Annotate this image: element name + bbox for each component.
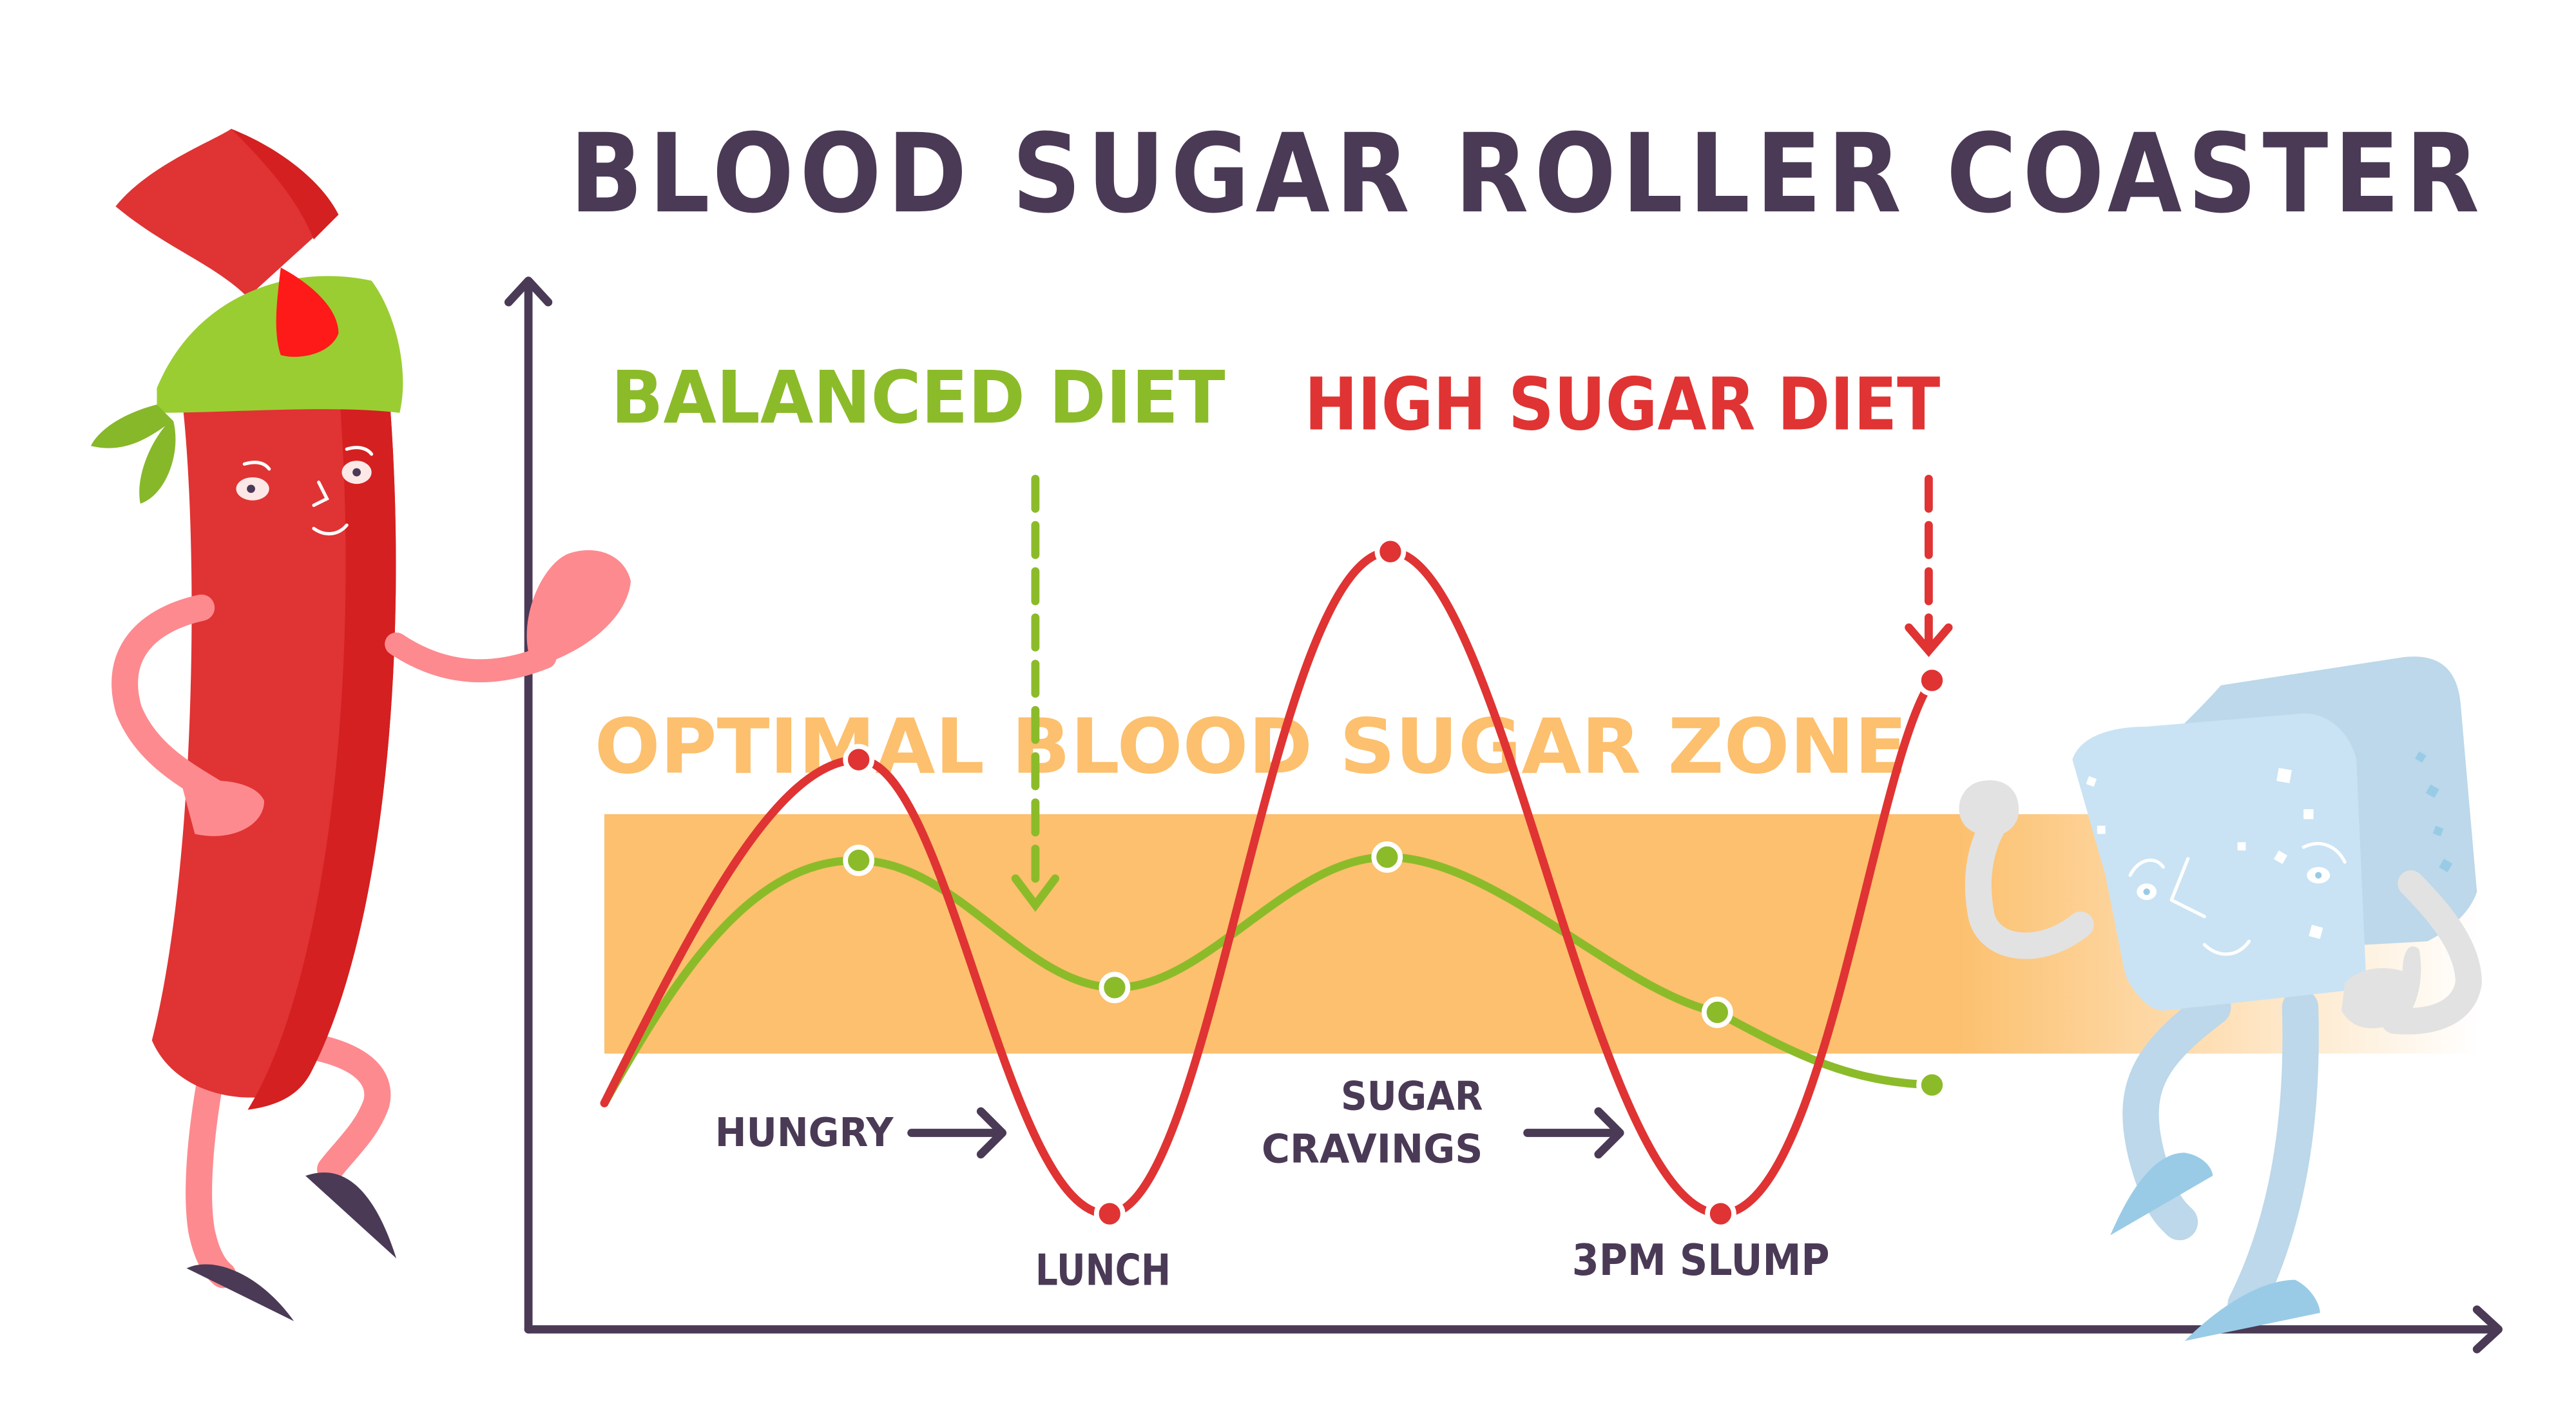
data-point bbox=[1093, 1198, 1126, 1230]
cube-shoe-right bbox=[2184, 1279, 2320, 1341]
pepper-face bbox=[236, 446, 374, 535]
bandana-tie bbox=[90, 405, 176, 504]
annotation-lunch: LUNCH bbox=[1035, 1245, 1171, 1295]
data-point bbox=[1705, 1198, 1736, 1230]
cube-leg-left bbox=[2122, 989, 2231, 1241]
high-sugar-diet-points bbox=[843, 535, 1948, 1230]
data-point bbox=[1701, 997, 1733, 1028]
chart-axes bbox=[504, 276, 2503, 1354]
y-axis-arrow-icon bbox=[504, 276, 553, 307]
data-point bbox=[1916, 664, 1948, 696]
cube-arm-right bbox=[2381, 870, 2482, 1035]
data-point bbox=[843, 743, 875, 776]
page-title: BLOOD SUGAR ROLLER COASTER bbox=[570, 110, 2485, 237]
pepper-leg-left bbox=[186, 1044, 236, 1288]
pepper-arm-left bbox=[111, 594, 228, 806]
cravings-arrow-icon bbox=[1523, 1107, 1624, 1159]
sugar-cube-character bbox=[1959, 656, 2482, 1341]
pepper-shoe-right bbox=[305, 1172, 397, 1259]
legend-high-sugar-diet: HIGH SUGAR DIET bbox=[1305, 361, 1941, 446]
pepper-arm-right bbox=[385, 632, 557, 683]
cube-fist-left bbox=[1959, 780, 2019, 836]
annotation-hungry: HUNGRY bbox=[715, 1109, 894, 1156]
x-axis-arrow-icon bbox=[2472, 1305, 2503, 1354]
high-sugar-dashed-arrow-icon bbox=[1905, 474, 1953, 657]
hungry-arrow-icon bbox=[907, 1107, 1007, 1159]
pepper-hand-left bbox=[181, 780, 265, 836]
bandana-flame-icon bbox=[276, 267, 339, 357]
annotation-sugar-cravings-line1: SUGAR bbox=[1341, 1073, 1483, 1120]
pepper-leg-right bbox=[309, 1035, 391, 1183]
data-point bbox=[1374, 535, 1407, 568]
optimal-zone-label: OPTIMAL BLOOD SUGAR ZONE bbox=[595, 703, 1907, 791]
balanced-dashed-arrow-icon bbox=[1011, 474, 1060, 912]
cube-shoe-left bbox=[2110, 1153, 2213, 1236]
cube-front bbox=[2072, 713, 2367, 1011]
legend-balanced-diet: BALANCED DIET bbox=[611, 355, 1225, 440]
data-point bbox=[843, 845, 875, 876]
pepper-shoe-left bbox=[186, 1264, 294, 1321]
cube-leg-right bbox=[2227, 989, 2319, 1323]
sugar-crystals bbox=[2086, 767, 2323, 939]
cube-thumbs-up-hand bbox=[2341, 946, 2421, 1029]
pepper-body-shade bbox=[247, 379, 396, 1110]
pepper-hand-right bbox=[526, 550, 631, 661]
data-point bbox=[1371, 841, 1403, 873]
data-point bbox=[1099, 972, 1131, 1004]
annotation-sugar-cravings-line2: CRAVINGS bbox=[1262, 1126, 1483, 1172]
annotation-3pm-slump: 3PM SLUMP bbox=[1572, 1235, 1830, 1285]
pepper-top-shade bbox=[231, 128, 339, 240]
sugar-crystals-blue bbox=[2415, 751, 2453, 872]
cube-face bbox=[2128, 841, 2347, 956]
chili-pepper-character bbox=[90, 128, 631, 1321]
cube-arm-left bbox=[1965, 804, 2094, 959]
balanced-diet-points bbox=[843, 841, 1948, 1101]
data-point bbox=[1916, 1069, 1948, 1101]
